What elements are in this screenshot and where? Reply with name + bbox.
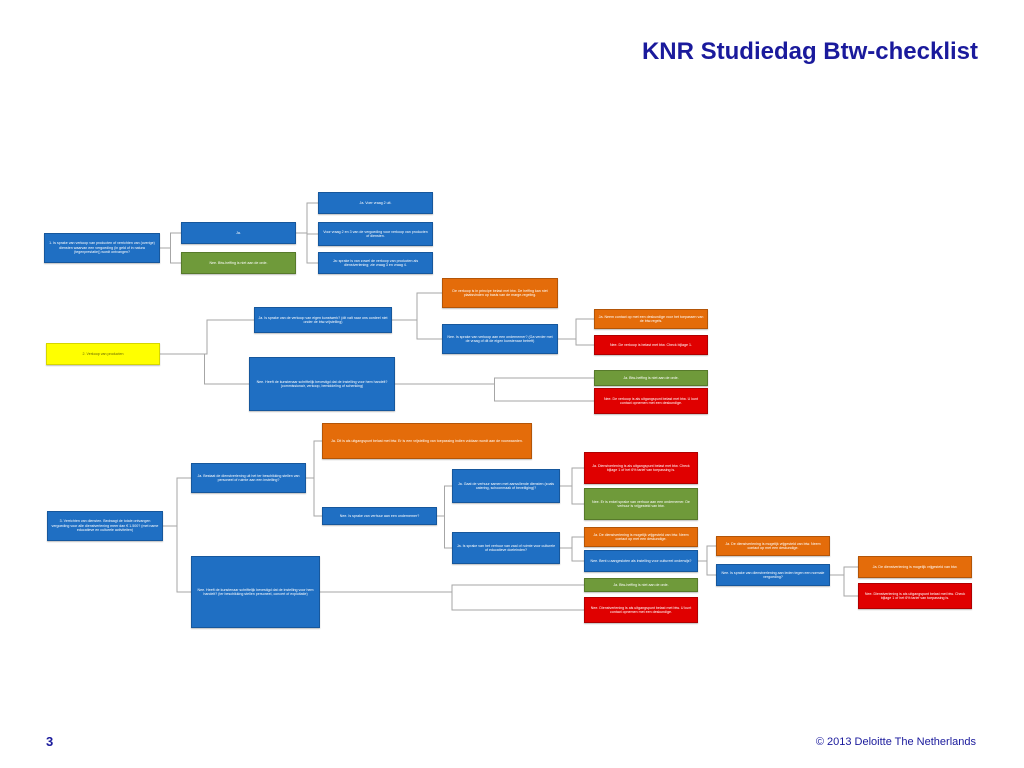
connector-q3-blue-f-to-q3-orange-f — [830, 566, 858, 576]
flowchart-box-q3-red-g: Nee. Dienstverlening is als uitgangspunt… — [584, 597, 698, 623]
connector-q3-no-to-q3-green-g — [320, 584, 584, 593]
connector-yellow-to-q2-no-b — [160, 353, 249, 385]
connector-q3-blue-d-to-q3-blue-e — [560, 547, 584, 562]
flowchart-box-q2-red1: Nee. De verkoop is belast met btw. Check… — [594, 335, 708, 355]
connector-yellow-to-q2-yes — [160, 319, 254, 355]
flowchart-box-q2-no-b: Nee. Heeft de kunstenaar schriftelijk be… — [249, 357, 395, 411]
flowchart-box-q2-orange2: Ja. Neem contact op met een deskundige v… — [594, 309, 708, 329]
connector-q3-to-q3-yes — [163, 477, 191, 527]
connector-q3-blue-e-to-q3-blue-f — [698, 560, 716, 576]
connector-q1-yes-to-q1-yes-a — [296, 202, 318, 234]
connector-q3-blue-f-to-q3-red-f — [830, 574, 858, 597]
flowchart-box-q3-blue-e: Nee. Bent u aangesloten als instelling v… — [584, 550, 698, 572]
connector-q3-blue-c-to-q3-green-b — [560, 485, 584, 505]
flowchart-box-q1-yes-a: Ja. Voer vraag 2 uit. — [318, 192, 433, 214]
flowchart-box-q3-orange: Ja. Dit is als uitgangspunt belast met b… — [322, 423, 532, 459]
connector-q3-blue-d-to-q3-orange-d — [560, 536, 584, 549]
flowchart-box-q1-yes: Ja. — [181, 222, 296, 244]
page-title: KNR Studiedag Btw-checklist — [641, 38, 978, 65]
flowchart-box-q3: 3. Verrichten van diensten. Bedraagt de … — [47, 511, 163, 541]
flowchart-box-q2-green: Ja. Btw-heffing is niet aan de orde. — [594, 370, 708, 386]
connector-q1-yes-to-q1-yes-c — [296, 232, 318, 264]
connector-q1-to-q1-no — [160, 247, 181, 264]
flowchart-box-q2-no-a: Nee. Is sprake van verkoop aan een onder… — [442, 324, 558, 354]
copyright-notice: © 2013 Deloitte The Netherlands — [815, 736, 976, 748]
connector-q3-yes-to-q3-yes-a — [306, 477, 322, 517]
connector-q1-to-q1-yes — [160, 232, 181, 249]
connector-q3-blue-c-to-q3-red-a — [560, 467, 584, 487]
flowchart-box-q3-blue-d: Ja. Is sprake van het verhuur van zaal o… — [452, 532, 560, 564]
flowchart-box-q3-orange-f: Ja. De dienstverlening is mogelijk vrijg… — [858, 556, 972, 578]
flowchart-box-q3-blue-f: Nee. Is sprake van dienstverlening aan l… — [716, 564, 830, 586]
flowchart-box-q3-green-b: Nee. Er is enkel sprake van verhuur aan … — [584, 488, 698, 520]
flowchart-box-q1-no: Nee. Btw-heffing is niet aan de orde. — [181, 252, 296, 274]
page-number: 3 — [46, 734, 54, 749]
flowchart-box-q2-red2: Nee. De verkoop is als uitgangspunt bela… — [594, 388, 708, 414]
flowchart-box-q2-orange: De verkoop is in principe belast met btw… — [442, 278, 558, 308]
flowchart-box-q3-orange-e: Ja. De dienstverlening is mogelijk vrijg… — [716, 536, 830, 556]
connector-q2-no-b-to-q2-red2 — [395, 383, 594, 402]
flowchart-box-q3-no: Nee. Heeft de kunstenaar schriftelijk be… — [191, 556, 320, 628]
connector-q3-yes-to-q3-orange — [306, 440, 322, 479]
flowchart-box-q1: 1. Is sprake van verkoop van producten o… — [44, 233, 160, 263]
flowchart-box-q1-yes-b: Voor vraag 2 en 3 van de vergoeding voor… — [318, 222, 433, 246]
flowchart-box-q3-yes: Ja. Bestaat de dienstverlening uit het t… — [191, 463, 306, 493]
flowchart-box-q3-red-f: Nee. Dienstverlening is als uitgangspunt… — [858, 583, 972, 609]
flowchart-box-q3-orange-d: Ja. De dienstverlening is mogelijk vrijg… — [584, 527, 698, 547]
connector-q3-to-q3-no — [163, 525, 191, 593]
connector-q2-yes-to-q2-orange — [392, 292, 442, 321]
flowchart-box-yellow: 2. Verkoop van producten — [46, 343, 160, 365]
connector-q3-no-to-q3-red-g — [320, 591, 584, 611]
flowchart-box-q2-yes: Ja. Is sprake van de verkoop van eigen k… — [254, 307, 392, 333]
connector-q3-yes-a-to-q3-blue-d — [437, 515, 452, 549]
flowchart-box-q3-blue-c: Ja. Gaat de verhuur samen met aanvullend… — [452, 469, 560, 503]
flowchart-box-q3-red-a: Ja. Dienstverlening is als uitgangspunt … — [584, 452, 698, 484]
flowchart-box-q3-green-g: Ja. Btw-heffing is niet aan de orde. — [584, 578, 698, 592]
flowchart-box-q3-yes-a: Nee. Is sprake van verhuur aan een onder… — [322, 507, 437, 525]
connector-q3-blue-e-to-q3-orange-e — [698, 545, 716, 562]
connector-q2-no-b-to-q2-green — [395, 377, 594, 385]
flowchart-box-q1-yes-c: Ja: sprake is van zowel de verkoop van p… — [318, 252, 433, 274]
connector-q3-yes-a-to-q3-blue-c — [437, 485, 452, 517]
connector-q2-yes-to-q2-no-a — [392, 319, 442, 340]
connector-q2-no-a-to-q2-orange2 — [558, 318, 594, 340]
connector-q2-no-a-to-q2-red1 — [558, 338, 594, 346]
